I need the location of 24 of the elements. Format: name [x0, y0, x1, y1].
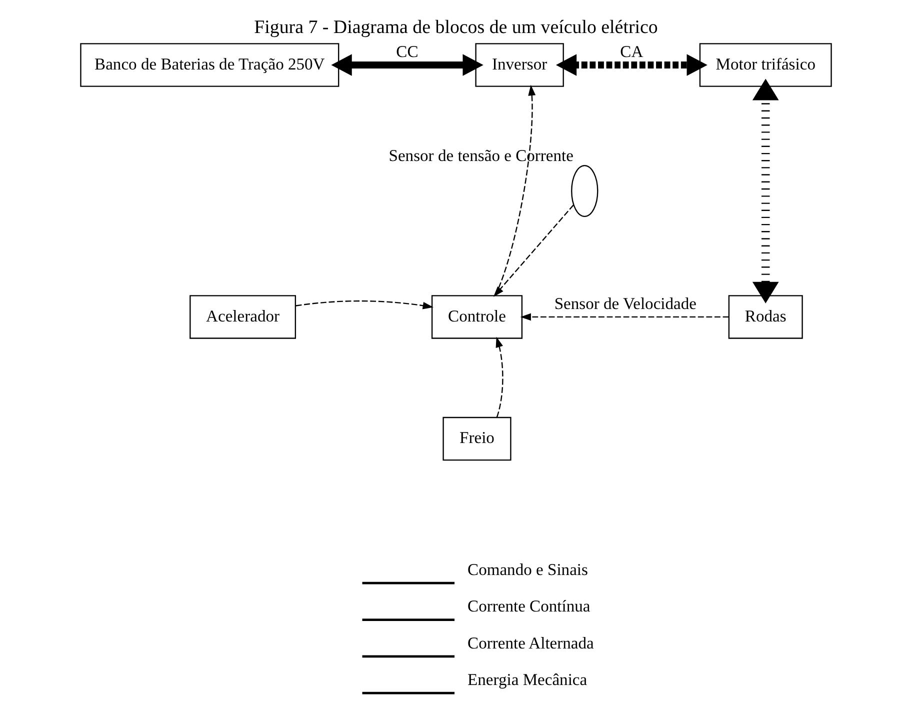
arrow [496, 336, 504, 418]
node-box: Inversor [475, 43, 564, 87]
legend-label: Comando e Sinais [468, 560, 588, 580]
legend-label: Corrente Alternada [468, 633, 594, 652]
node-box: Rodas [728, 295, 803, 339]
node-box: Controle [431, 295, 523, 339]
node-box: Motor trifásico [699, 43, 832, 87]
node-box: Banco de Baterias de Tração 250V [80, 43, 340, 87]
arrow [493, 204, 574, 297]
node-ellipse [571, 164, 598, 217]
arrow [752, 78, 779, 304]
edge-label: Sensor de Velocidade [554, 294, 697, 313]
edge-label: CC [396, 42, 418, 61]
edge-label: CA [620, 42, 644, 61]
arrow [520, 313, 729, 321]
legend-label: Energia Mecânica [468, 670, 588, 690]
arrow [296, 300, 434, 310]
legend-label: Corrente Contínua [468, 596, 590, 616]
diagram-title: Figura 7 - Diagrama de blocos de um veículo elétrico [254, 16, 658, 38]
node-label: Sensor de tensão e Corrente [388, 146, 574, 166]
node-box: Acelerador [190, 295, 296, 339]
node-box: Freio [442, 416, 512, 461]
arrow [556, 54, 708, 76]
arrow [331, 54, 484, 76]
